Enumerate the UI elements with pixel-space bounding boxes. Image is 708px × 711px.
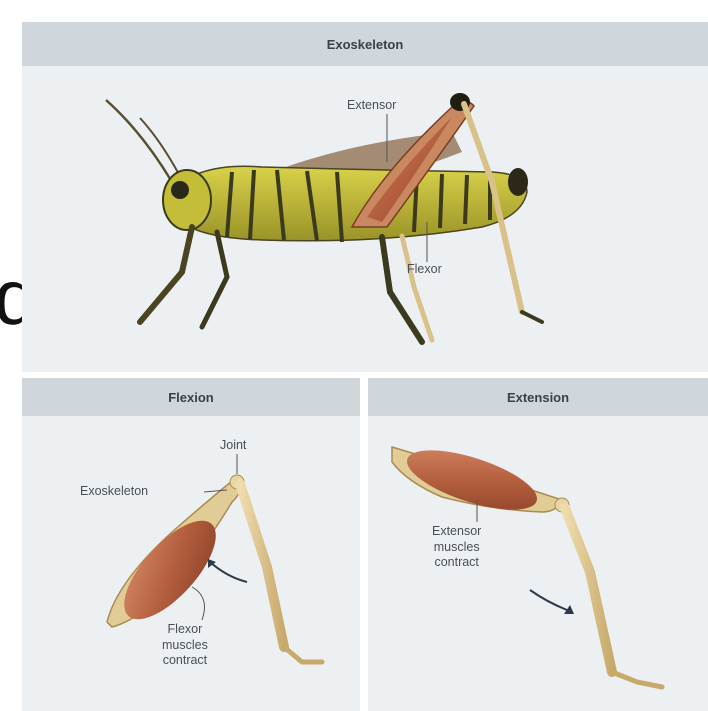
flexor-contract-line-1: Flexor	[162, 622, 208, 638]
flexor-label: Flexor	[407, 262, 442, 278]
abdomen-tip	[508, 168, 528, 196]
flexor-contract-line-2: muscles	[162, 638, 208, 654]
extension-tibia	[565, 508, 612, 672]
flexion-tibia	[240, 484, 284, 647]
body	[172, 166, 527, 240]
flexor-muscle	[109, 507, 231, 634]
flexor-contract-label: Flexor muscles contract	[162, 622, 208, 669]
extensor-contract-line-2: muscles	[432, 540, 481, 556]
exoskeleton-label: Exoskeleton	[80, 484, 148, 500]
diagram-artwork	[22, 22, 708, 711]
extensor-label: Extensor	[347, 98, 396, 114]
flexor-contract-line-3: contract	[162, 653, 208, 669]
extensor-contract-line-1: Extensor	[432, 524, 481, 540]
joint-label: Joint	[220, 438, 246, 454]
grasshopper-illustration	[106, 93, 542, 342]
extension-arrow	[530, 590, 567, 610]
grasshopper-head	[163, 170, 211, 230]
diagram-figure: Exoskeleton Flexion Extension	[22, 22, 708, 711]
extensor-contract-line-3: contract	[432, 555, 481, 571]
flexor-contract-leader	[192, 587, 204, 620]
grasshopper-eye	[171, 181, 189, 199]
antenna-left	[106, 100, 172, 182]
front-leg-2	[202, 232, 227, 327]
flexion-arrow	[210, 562, 247, 582]
extensor-contract-label: Extensor muscles contract	[432, 524, 481, 571]
front-leg	[140, 227, 192, 322]
antenna-right	[140, 118, 182, 180]
